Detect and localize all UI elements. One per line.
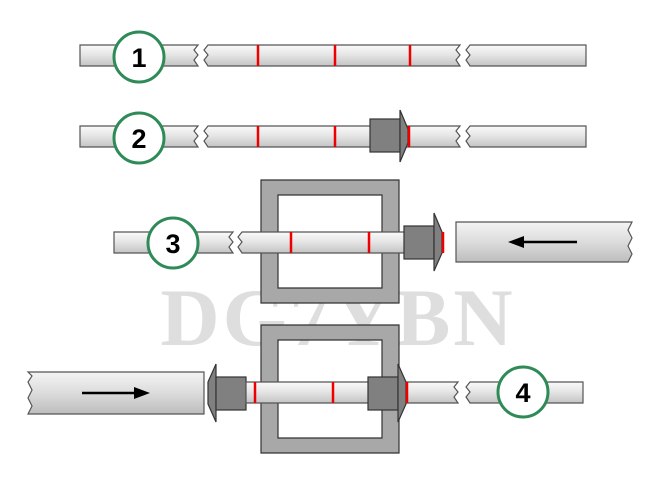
clamp-fitting — [403, 212, 443, 272]
frame-bracket — [260, 324, 400, 454]
rod-segment — [203, 44, 462, 67]
step-4-row: 4 — [26, 324, 584, 454]
rod-segment — [245, 381, 460, 404]
left-arrow-icon — [508, 236, 577, 248]
rod-segment — [465, 44, 587, 67]
step-2-row: 2 — [79, 109, 587, 165]
step-number: 2 — [131, 124, 146, 154]
rod-segment — [203, 125, 462, 148]
step-circle — [146, 216, 200, 270]
step-number: 1 — [131, 43, 146, 73]
clamp-fitting — [369, 109, 409, 163]
frame-bracket — [260, 179, 400, 304]
step-3-row: 3 — [113, 179, 633, 304]
step-number: 3 — [165, 229, 180, 259]
step-number: 4 — [515, 378, 530, 408]
step-circle — [496, 365, 550, 419]
step-circle — [112, 30, 166, 84]
rod-segment — [465, 125, 587, 148]
step-1-row: 1 — [79, 30, 587, 84]
watermark: DG7YBN — [160, 272, 515, 363]
right-arrow-icon — [82, 387, 150, 399]
clamp-fitting — [207, 363, 247, 423]
clamp-fitting — [367, 363, 407, 423]
step-circle — [112, 111, 166, 165]
